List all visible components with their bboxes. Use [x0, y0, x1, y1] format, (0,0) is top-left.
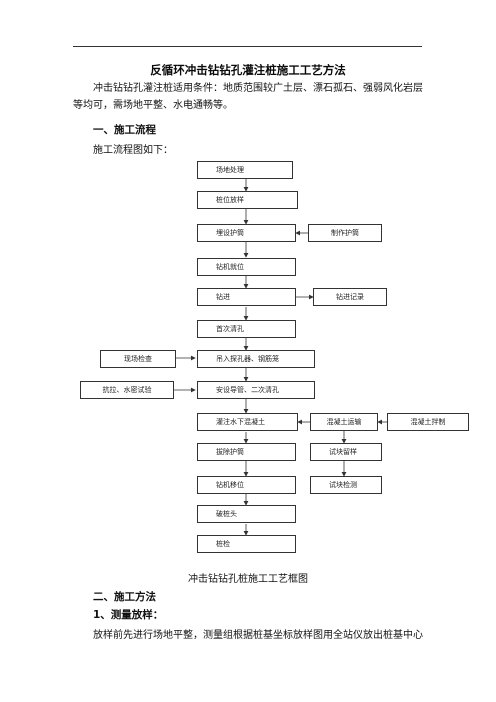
flowchart-caption: 冲击钻钻孔桩施工工艺框图 — [188, 574, 308, 585]
subsection-heading-1: 1、测量放样： — [93, 609, 164, 621]
flow-pile-test: 桩检 — [197, 535, 296, 553]
flow-hoist-cage: 吊入探孔器、钢筋笼 — [197, 350, 315, 368]
header-rule — [73, 46, 422, 47]
document-title: 反循环冲击钻钻孔灌注桩施工工艺方法 — [150, 63, 346, 77]
flow-concrete-transport: 混凝土运输 — [310, 413, 378, 431]
flow-drill-record: 钻进记录 — [313, 288, 387, 306]
body-paragraph-1: 放样前先进行场地平整，测量组根据桩基坐标放样图用全站仪放出桩基中心 — [93, 630, 423, 641]
flow-test-sample: 试块留样 — [310, 443, 382, 461]
flow-break-pile-head: 破桩头 — [197, 505, 296, 523]
intro-paragraph: 冲击钻钻孔灌注桩适用条件：地质范围较广土层、漂石孤石、强弱风化岩层 等均可，需场… — [73, 80, 425, 114]
flow-rig-position: 钻机就位 — [197, 258, 296, 276]
flow-site-preparation: 场地处理 — [197, 161, 293, 179]
flow-pour-concrete: 灌注水下混凝土 — [197, 413, 298, 431]
section-heading-2: 二、施工方法 — [93, 591, 156, 603]
flow-first-cleaning: 首次清孔 — [197, 320, 296, 338]
flow-rig-move: 钻机移位 — [197, 476, 296, 494]
flow-site-check: 现场检查 — [100, 350, 176, 368]
flow-install-pipe: 安设导管、二次清孔 — [197, 381, 315, 399]
flow-test-block: 试块检测 — [310, 476, 382, 494]
flow-remove-casing: 拔除护筒 — [197, 443, 296, 461]
flow-intro: 施工流程图如下： — [93, 145, 173, 156]
flow-set-casing: 埋设护筒 — [197, 224, 296, 242]
flow-drilling: 钻进 — [197, 288, 296, 306]
flow-pile-stakeout: 桩位放样 — [197, 191, 298, 209]
flow-make-casing: 制作护筒 — [308, 224, 382, 242]
section-heading-1: 一、施工流程 — [93, 124, 156, 136]
intro-line-2: 等均可，需场地平整、水电通畅等。 — [73, 100, 233, 111]
intro-line-1: 冲击钻钻孔灌注桩适用条件：地质范围较广土层、漂石孤石、强弱风化岩层 — [93, 83, 423, 94]
flow-concrete-mixing: 混凝土拌制 — [387, 413, 469, 431]
flow-pump-test: 抗拉、水密试验 — [80, 381, 174, 399]
